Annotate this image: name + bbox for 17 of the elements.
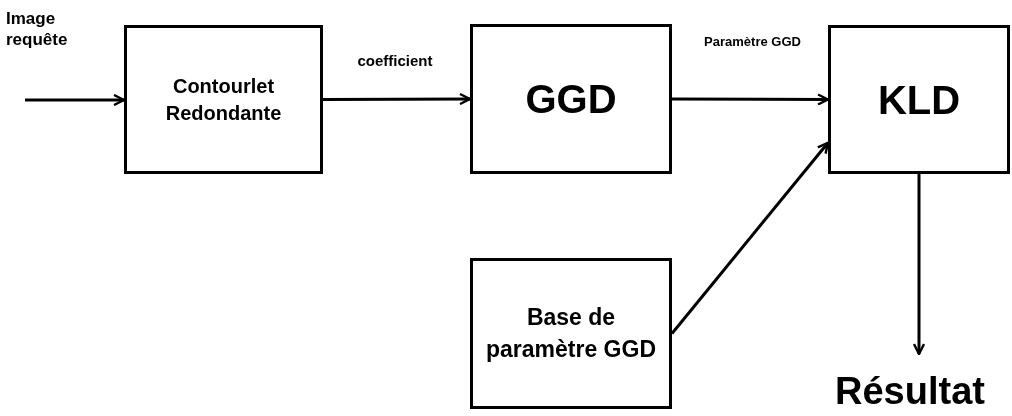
process-box [470,24,672,174]
result-text: Résultat [810,368,1010,414]
arrow [25,93,126,107]
arrow [672,93,830,106]
process-box [828,25,1010,174]
process-box [124,25,323,174]
box-label: Contourlet Redondante [164,73,283,126]
arrow [323,92,472,106]
box-label: GGD [525,76,617,123]
box-label: KLD [877,76,961,124]
edge-label: coefficient [356,52,434,71]
edge-label: Image requête [6,8,69,51]
edge-label: Paramètre GGD [703,34,802,51]
arrow [670,141,830,335]
arrow [912,174,926,356]
process-box [470,258,672,409]
box-label: Base de paramètre GGD [485,303,657,364]
